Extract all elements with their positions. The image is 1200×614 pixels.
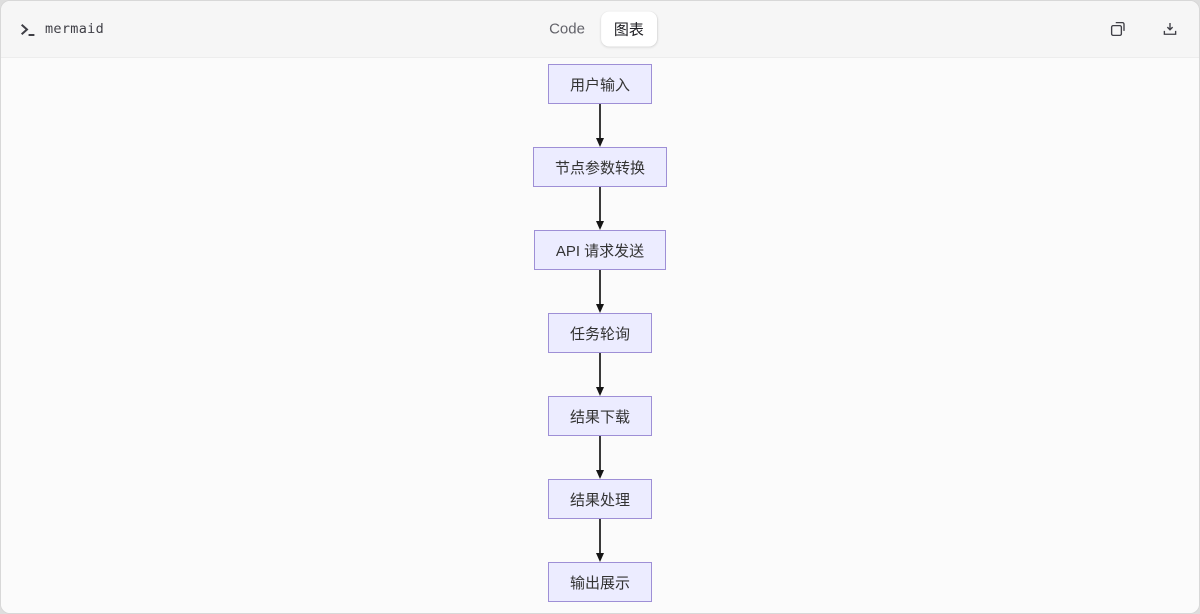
copy-button[interactable] — [1107, 18, 1129, 40]
flow-node-result-download: 结果下载 — [547, 396, 652, 436]
flow-arrow — [595, 353, 604, 396]
app-label: mermaid — [45, 21, 104, 37]
flow-node-task-polling: 任务轮询 — [547, 313, 652, 353]
copy-icon — [1109, 20, 1127, 38]
flow-arrow — [595, 519, 604, 562]
flow-node-api-request: API 请求发送 — [533, 230, 667, 270]
header-actions — [1107, 18, 1181, 40]
view-tabs: Code 图表 — [543, 11, 657, 47]
flow-arrow — [595, 104, 604, 147]
flow-arrow — [595, 187, 604, 230]
flowchart: 用户输入 节点参数转换 API 请求发送 任务轮询 结果下载 结果处理 输出展示 — [532, 58, 667, 613]
flow-arrow — [595, 436, 604, 479]
terminal-icon — [19, 21, 36, 38]
header-left: mermaid — [19, 21, 104, 38]
flow-node-user-input: 用户输入 — [547, 64, 652, 104]
header: mermaid Code 图表 — [1, 1, 1199, 58]
flow-node-output-display: 输出展示 — [547, 562, 652, 602]
download-icon — [1161, 20, 1179, 38]
flow-node-param-convert: 节点参数转换 — [532, 147, 667, 187]
flow-node-result-process: 结果处理 — [547, 479, 652, 519]
tab-code[interactable]: Code — [543, 14, 591, 45]
tab-diagram[interactable]: 图表 — [600, 11, 657, 47]
flow-arrow — [595, 270, 604, 313]
download-button[interactable] — [1159, 18, 1181, 40]
diagram-canvas: 用户输入 节点参数转换 API 请求发送 任务轮询 结果下载 结果处理 输出展示 — [1, 58, 1199, 613]
